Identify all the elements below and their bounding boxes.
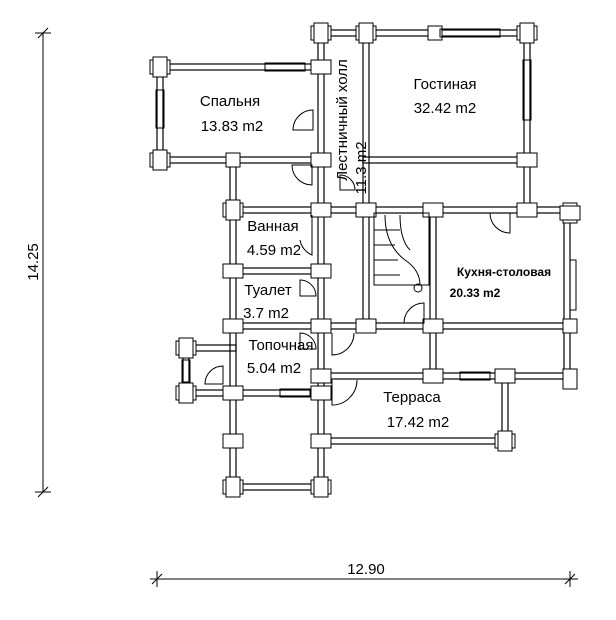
living-area: 32.42 m2 (414, 100, 477, 117)
width-value: 12.90 (347, 561, 385, 578)
log-corners (149, 22, 581, 498)
boiler-area: 5.04 m2 (247, 360, 301, 377)
staircase (373, 212, 430, 293)
wc-name: Туалет (244, 282, 292, 299)
terrace-area: 17.42 m2 (387, 414, 450, 431)
boiler-name: Топочная (248, 337, 313, 354)
terrace-name: Терраса (383, 389, 441, 406)
bath-area: 4.59 m2 (247, 242, 301, 259)
width-dimension: 12.90 (150, 561, 578, 587)
living-name: Гостиная (414, 76, 477, 93)
kitchen-name: Кухня-столовая (457, 265, 551, 279)
height-dimension: 14.25 (25, 27, 51, 498)
wc-area: 3.7 m2 (243, 305, 289, 322)
height-value: 14.25 (25, 243, 42, 281)
doors (204, 109, 511, 406)
bedroom-area: 13.83 m2 (201, 118, 264, 135)
room-labels: Спальня 13.83 m2 Гостиная 32.42 m2 Лестн… (200, 59, 551, 431)
windows (155, 28, 577, 398)
hall-area: 11.3 m2 (353, 141, 370, 194)
bath-name: Ванная (247, 218, 298, 235)
hall-name: Лестничный холл (334, 59, 351, 181)
kitchen-area: 20.33 m2 (450, 286, 501, 300)
bedroom-name: Спальня (200, 93, 260, 110)
